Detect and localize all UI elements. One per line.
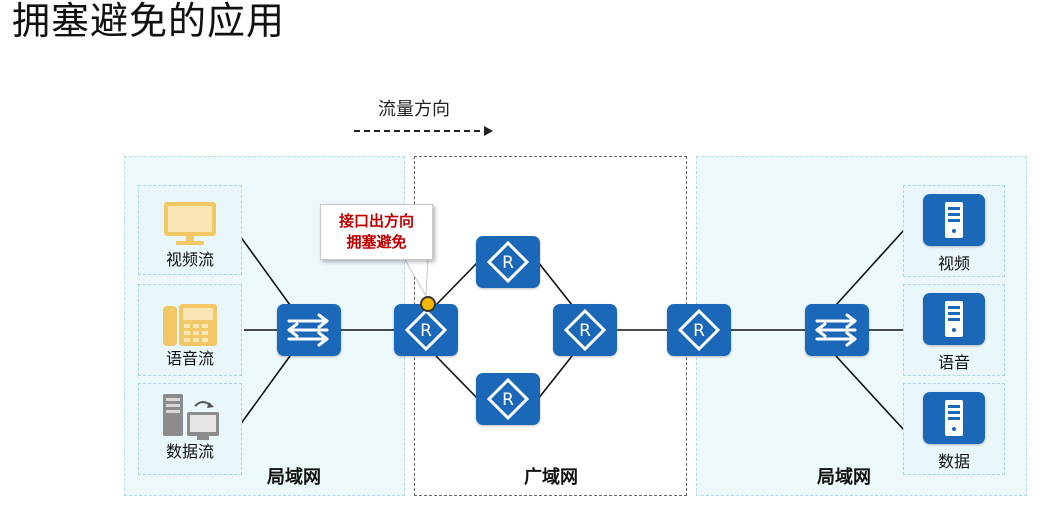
phone-icon <box>163 304 217 346</box>
source-voice-label: 语音流 <box>165 349 214 368</box>
router-icon: R <box>563 308 607 352</box>
router-icon: R <box>486 377 530 421</box>
lan-switch-right <box>805 304 869 356</box>
svg-text:R: R <box>420 321 432 341</box>
source-data-label: 数据流 <box>165 442 214 461</box>
dest-voice: 语音 <box>903 284 1005 376</box>
router-wan-bottom: R <box>476 373 540 425</box>
router-icon: R <box>404 308 448 352</box>
page-title: 拥塞避免的应用 <box>12 0 286 43</box>
switch-icon <box>815 313 857 347</box>
router-edge-right: R <box>667 304 731 356</box>
router-wan-right: R <box>553 304 617 356</box>
lan-switch-left <box>277 304 341 356</box>
server-icon <box>923 392 985 444</box>
dest-voice-label: 语音 <box>937 353 970 372</box>
svg-text:R: R <box>693 321 705 341</box>
svg-text:R: R <box>502 253 514 273</box>
wan-label: 广域网 <box>524 467 578 488</box>
router-wan-top: R <box>476 236 540 288</box>
dest-video-label: 视频 <box>937 254 970 273</box>
router-icon: R <box>486 240 530 284</box>
flow-direction-arrow <box>354 126 493 136</box>
source-voice: 语音流 <box>138 284 242 376</box>
source-video-label: 视频流 <box>165 250 214 269</box>
svg-text:R: R <box>579 321 591 341</box>
lan-left-label: 局域网 <box>267 467 321 488</box>
dest-data: 数据 <box>903 383 1005 475</box>
lan-right-label: 局域网 <box>817 467 871 488</box>
switch-icon <box>287 313 329 347</box>
wan-zone <box>414 156 687 496</box>
server-icon <box>923 194 985 246</box>
dest-data-label: 数据 <box>937 452 970 471</box>
source-video: 视频流 <box>138 185 242 275</box>
source-data: 数据流 <box>138 383 242 475</box>
computer-icon <box>163 394 219 440</box>
congestion-avoidance-callout: 接口出方向 拥塞避免 <box>320 204 433 260</box>
router-icon: R <box>677 308 721 352</box>
interface-marker <box>420 296 436 312</box>
flow-direction-label: 流量方向 <box>378 99 450 120</box>
server-icon <box>923 293 985 345</box>
callout-line-2: 拥塞避免 <box>346 233 407 251</box>
router-edge-left: R <box>394 304 458 356</box>
dest-video: 视频 <box>903 185 1005 277</box>
callout-line-1: 接口出方向 <box>338 212 414 230</box>
svg-text:R: R <box>502 390 514 410</box>
monitor-icon <box>164 202 216 245</box>
